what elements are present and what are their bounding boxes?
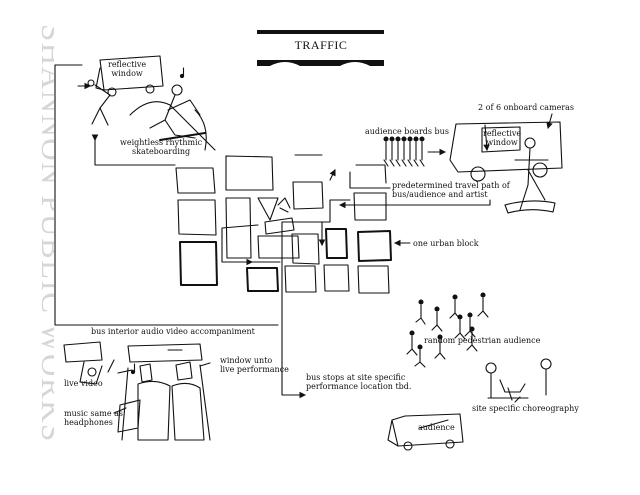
bus-in-grid <box>264 197 295 235</box>
label-reflective-window-top: reflective window <box>108 60 147 78</box>
label-bus-stops: bus stops at site specific performance l… <box>306 373 412 391</box>
label-live-video: live video <box>64 379 103 388</box>
pedestrian-figures <box>406 297 489 368</box>
label-pedestrian: random pedestrian audience <box>424 336 541 345</box>
skater-figure <box>87 79 216 151</box>
bus-right <box>449 113 563 214</box>
choreography-scene <box>485 358 552 401</box>
label-travel-path: predetermined travel path of bus/audienc… <box>392 181 510 199</box>
diagram-title: TRAFFIC <box>294 38 348 52</box>
label-urban-block: one urban block <box>413 239 479 248</box>
label-interior-av: bus interior audio video accompaniment <box>91 327 255 336</box>
travel-path <box>221 169 491 399</box>
title-decoration <box>257 30 384 66</box>
watermark-text: SHANNON PUBLIC WORKS <box>35 24 54 443</box>
left-flow-line <box>54 64 279 326</box>
bus-bottom <box>387 413 464 451</box>
label-audience-boards: audience boards bus <box>365 127 449 136</box>
label-window-performance: window unto live performance <box>220 356 289 374</box>
label-audience-bus: audience <box>418 423 455 432</box>
label-cameras: 2 of 6 onboard cameras <box>478 103 575 112</box>
pedestrian-heads <box>409 292 486 350</box>
audience-figures <box>383 141 425 167</box>
label-reflective-window-right: reflective window <box>483 129 522 147</box>
label-skateboarding: weightless rhythmic skateboarding <box>120 138 203 156</box>
leader-lines <box>113 362 521 429</box>
audience-heads <box>383 136 425 142</box>
bus-interior <box>63 341 211 441</box>
watermark-label: SHANNON PUBLIC WORKS <box>35 24 54 443</box>
urban-blocks <box>175 154 392 294</box>
label-choreography: site specific choreography <box>472 404 579 413</box>
label-music: music same as headphones <box>64 409 124 427</box>
music-notes <box>130 67 185 375</box>
